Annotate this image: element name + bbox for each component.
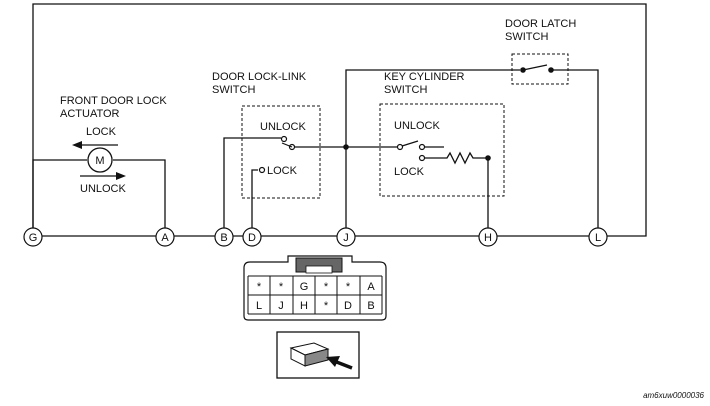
connector-cell: H xyxy=(300,300,308,312)
unlock-arrow-icon xyxy=(80,172,126,180)
figure-code: am6xuw0000036 xyxy=(643,391,704,400)
lock-link-wire-b xyxy=(223,137,281,236)
terminal-h: H xyxy=(478,227,498,247)
lock-link-contact-lock xyxy=(258,166,266,174)
connector-cell: D xyxy=(344,300,352,312)
svg-text:D: D xyxy=(248,232,256,244)
actuator-wire xyxy=(32,159,166,236)
latch-blade xyxy=(522,64,548,71)
connector-cell: J xyxy=(278,300,284,312)
key-cyl-unlock-label: UNLOCK xyxy=(394,120,441,132)
actuator-unlock-label: UNLOCK xyxy=(80,183,127,195)
actuator-title-line2: ACTUATOR xyxy=(60,108,120,120)
key-cyl-junction-dot xyxy=(485,155,491,161)
connector-cell: * xyxy=(346,281,351,293)
lock-arrow-icon xyxy=(72,141,118,149)
lock-link-unlock-label: UNLOCK xyxy=(260,121,307,133)
terminal-b: B xyxy=(214,227,234,247)
connector-cell: B xyxy=(367,300,374,312)
connector-cell: * xyxy=(324,300,329,312)
terminal-j: J xyxy=(336,227,356,247)
connector-face xyxy=(243,255,387,321)
actuator-title-line1: FRONT DOOR LOCK xyxy=(60,95,167,107)
connector-cell: * xyxy=(324,281,329,293)
connector-cell: A xyxy=(367,281,375,293)
svg-text:J: J xyxy=(343,232,349,244)
door-latch-switch-box xyxy=(511,53,569,85)
terminal-a: A xyxy=(155,227,175,247)
key-cyl-resistor-wire xyxy=(425,151,488,165)
key-cyl-contact-unlock xyxy=(418,143,426,151)
latch-l-wire xyxy=(551,69,599,236)
lock-link-wire-d xyxy=(251,169,258,236)
lock-link-title-line2: SWITCH xyxy=(212,84,255,96)
lock-link-blade xyxy=(281,142,293,148)
connector-cell: * xyxy=(279,281,284,293)
harness-view-icon xyxy=(276,331,360,379)
actuator-lock-label: LOCK xyxy=(86,126,117,138)
terminal-l: L xyxy=(588,227,608,247)
svg-text:L: L xyxy=(595,232,601,244)
connector-cell: L xyxy=(256,300,262,312)
terminal-d: D xyxy=(242,227,262,247)
lock-link-lock-label: LOCK xyxy=(267,165,298,177)
key-cyl-contact-lock xyxy=(418,154,426,162)
svg-text:H: H xyxy=(484,232,492,244)
lock-link-contact-unlock xyxy=(280,135,288,143)
svg-text:B: B xyxy=(220,232,227,244)
connector-cell: * xyxy=(257,281,262,293)
key-cyl-title-line2: SWITCH xyxy=(384,84,427,96)
frame-wire xyxy=(32,3,647,237)
key-cyl-pivot xyxy=(396,143,404,151)
key-cyl-lock-label: LOCK xyxy=(394,166,425,178)
key-cylinder-switch-box xyxy=(379,103,505,197)
key-cyl-title-line1: KEY CYLINDER xyxy=(384,71,465,83)
terminal-g: G xyxy=(23,227,43,247)
motor-icon xyxy=(87,147,113,173)
j-wire xyxy=(345,69,520,236)
motor-label: M xyxy=(95,155,104,167)
latch-title-line1: DOOR LATCH xyxy=(505,18,576,30)
svg-text:G: G xyxy=(29,232,38,244)
lock-link-title-line1: DOOR LOCK-LINK xyxy=(212,71,307,83)
svg-text:A: A xyxy=(161,232,169,244)
lock-link-switch-box xyxy=(241,105,321,199)
key-cyl-blade xyxy=(401,140,419,147)
connector-cell: G xyxy=(300,281,309,293)
latch-title-line2: SWITCH xyxy=(505,31,548,43)
